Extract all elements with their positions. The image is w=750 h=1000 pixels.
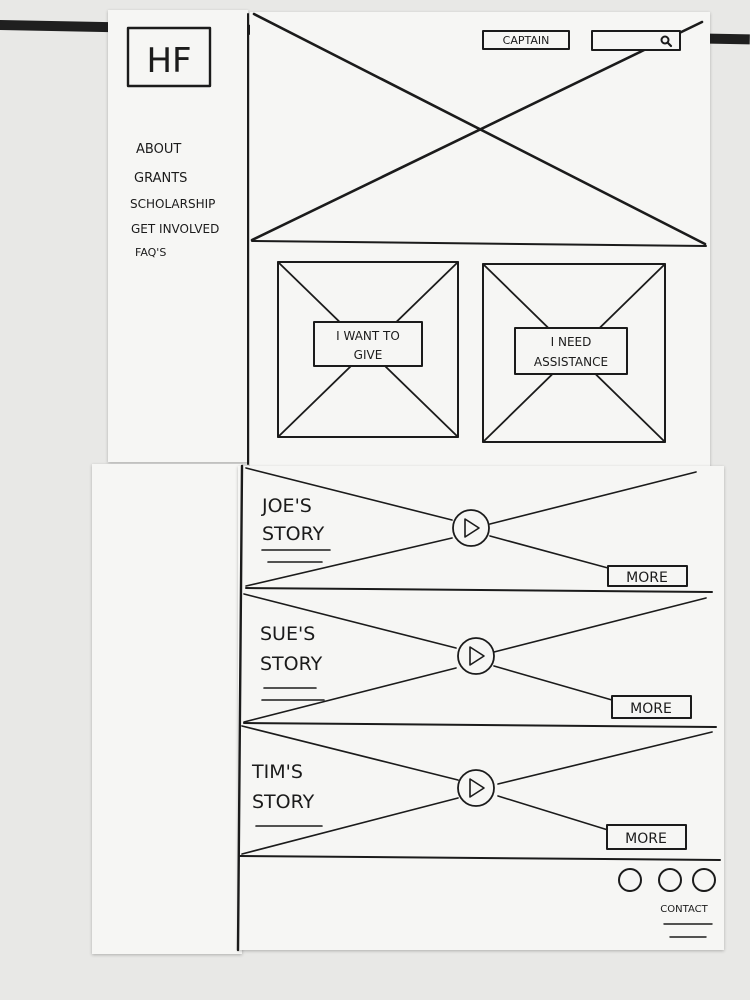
give-line-1: I WANT TO <box>336 329 400 343</box>
logo[interactable]: HF <box>126 26 212 88</box>
more-button[interactable]: MORE <box>606 824 687 850</box>
search-input[interactable] <box>591 30 681 51</box>
story-joe-title-2: STORY <box>262 523 325 545</box>
assistance-line-2: ASSISTANCE <box>534 355 608 369</box>
story-tim-title-2: STORY <box>252 791 315 813</box>
play-icon <box>469 646 485 666</box>
assistance-line-1: I NEED <box>551 335 592 349</box>
play-icon <box>469 778 485 798</box>
paper-sheet-sidebar-bottom <box>92 464 242 954</box>
give-line-2: GIVE <box>354 348 383 362</box>
story-sue-title-2: STORY <box>260 653 323 675</box>
more-button-label: MORE <box>625 831 667 847</box>
circle-icon[interactable] <box>618 868 642 892</box>
story-joe-title-1: JOE'S <box>261 495 312 517</box>
story-sue-title-1: SUE'S <box>260 623 315 645</box>
captain-button-label: CAPTAIN <box>503 34 550 47</box>
paper-sheet-main-top <box>250 12 710 467</box>
search-icon <box>660 35 673 48</box>
sidebar-item-grants[interactable]: GRANTS <box>134 171 187 186</box>
sidebar-divider-bottom <box>236 464 244 952</box>
circle-icon[interactable] <box>692 868 716 892</box>
more-button-label: MORE <box>626 570 668 586</box>
more-button[interactable]: MORE <box>611 695 692 719</box>
footer: CONTACT <box>618 868 716 938</box>
sidebar-item-about[interactable]: ABOUT <box>136 142 181 157</box>
contact-link[interactable]: CONTACT <box>660 904 708 915</box>
play-circle-icon <box>457 637 495 675</box>
play-button[interactable] <box>457 769 495 807</box>
sidebar-item-scholarship[interactable]: SCHOLARSHIP <box>130 197 215 211</box>
sidebar-nav: ABOUT GRANTS SCHOLARSHIP GET INVOLVED FA… <box>130 142 219 259</box>
play-icon <box>464 518 480 538</box>
play-button[interactable] <box>452 509 490 547</box>
circle-icon[interactable] <box>658 868 682 892</box>
play-button[interactable] <box>457 637 495 675</box>
more-button-label: MORE <box>630 701 672 717</box>
assistance-card[interactable]: I NEED ASSISTANCE <box>482 263 666 443</box>
logo-text: HF <box>146 41 191 81</box>
captain-button[interactable]: CAPTAIN <box>482 30 570 50</box>
play-circle-icon <box>457 769 495 807</box>
sidebar-item-get-involved[interactable]: GET INVOLVED <box>131 222 219 236</box>
give-card[interactable]: I WANT TO GIVE <box>277 261 459 438</box>
play-circle-icon <box>452 509 490 547</box>
sidebar-item-faqs[interactable]: FAQ'S <box>135 246 166 259</box>
story-joe: JOE'S STORY MORE <box>245 467 713 593</box>
story-tim-title-1: TIM'S <box>251 761 303 783</box>
story-sue: SUE'S STORY MORE <box>243 593 717 728</box>
story-tim: TIM'S STORY MORE <box>239 725 721 861</box>
more-button[interactable]: MORE <box>607 565 688 587</box>
